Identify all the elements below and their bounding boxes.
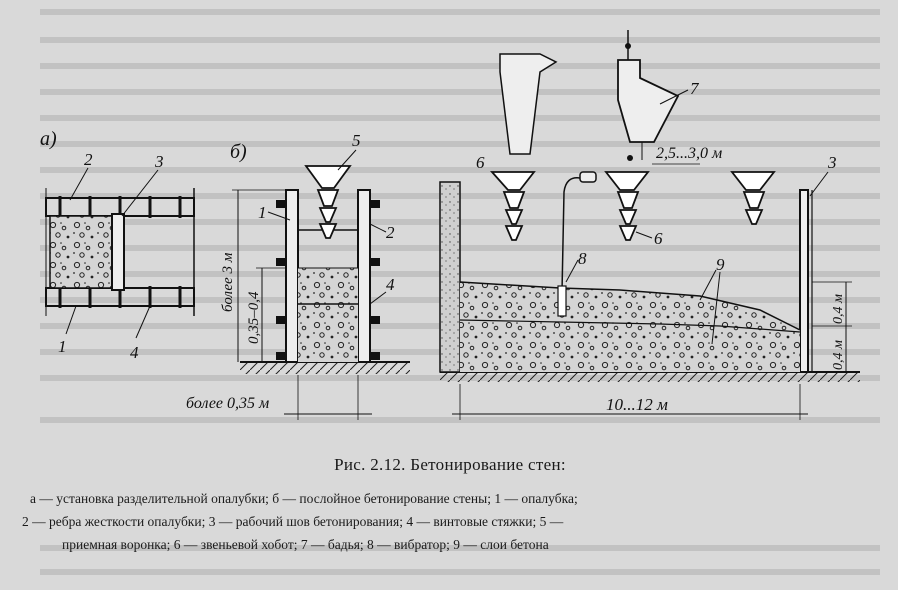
legend-line-1: а — установка разделительной опалубки; б… [30, 491, 578, 506]
panel-a-callout-3: 3 [154, 152, 164, 171]
legend-line-3: приемная воронка; 6 — звеньевой хобот; 7… [62, 537, 549, 552]
legend-line-2: 2 — ребра жесткости опалубки; 3 — рабочи… [22, 514, 564, 529]
panel-a-callout-2: 2 [84, 150, 93, 169]
panel-c-callout-6a: 6 [476, 153, 485, 172]
panel-c-dim-layer1: 0,4 м [831, 340, 846, 370]
panel-b-dim-layer: 0,35–0,4 [246, 291, 262, 344]
panel-c-dim-drop: 2,5...3,0 м [656, 145, 722, 162]
figure-caption: Рис. 2.12. Бетонирование стен: [334, 455, 566, 474]
panel-c-dim-length: 10...12 м [606, 395, 668, 414]
panel-c-callout-3: 3 [827, 153, 837, 172]
panel-b-callout-1: 1 [258, 203, 267, 222]
panel-a: а) 2 3 1 4 [40, 128, 195, 362]
figure-drawing: а) 2 3 1 4 [40, 30, 860, 420]
panel-c-callout-7: 7 [690, 79, 700, 98]
panel-b-label: б) [230, 141, 247, 163]
panel-b-dim-width: более 0,35 м [186, 395, 269, 412]
panel-b-callout-4: 4 [386, 275, 395, 294]
panel-c-callout-6b: 6 [654, 229, 663, 248]
panel-b-callout-2: 2 [386, 223, 395, 242]
panel-b-callout-5: 5 [352, 131, 361, 150]
panel-c-dim-layer2: 0,4 м [831, 294, 846, 324]
panel-c-callout-9: 9 [716, 255, 725, 274]
panel-a-label: а) [40, 128, 57, 150]
panel-c-callout-8: 8 [578, 249, 587, 268]
panel-c: 2,5...3,0 м 10...12 м 0,4 м 0,4 м 6 7 3 … [439, 30, 860, 420]
panel-a-callout-4: 4 [130, 343, 139, 362]
panel-a-callout-1: 1 [58, 337, 67, 356]
panel-b: б) [186, 131, 410, 420]
panel-b-dim-height: более 3 м [220, 252, 236, 312]
